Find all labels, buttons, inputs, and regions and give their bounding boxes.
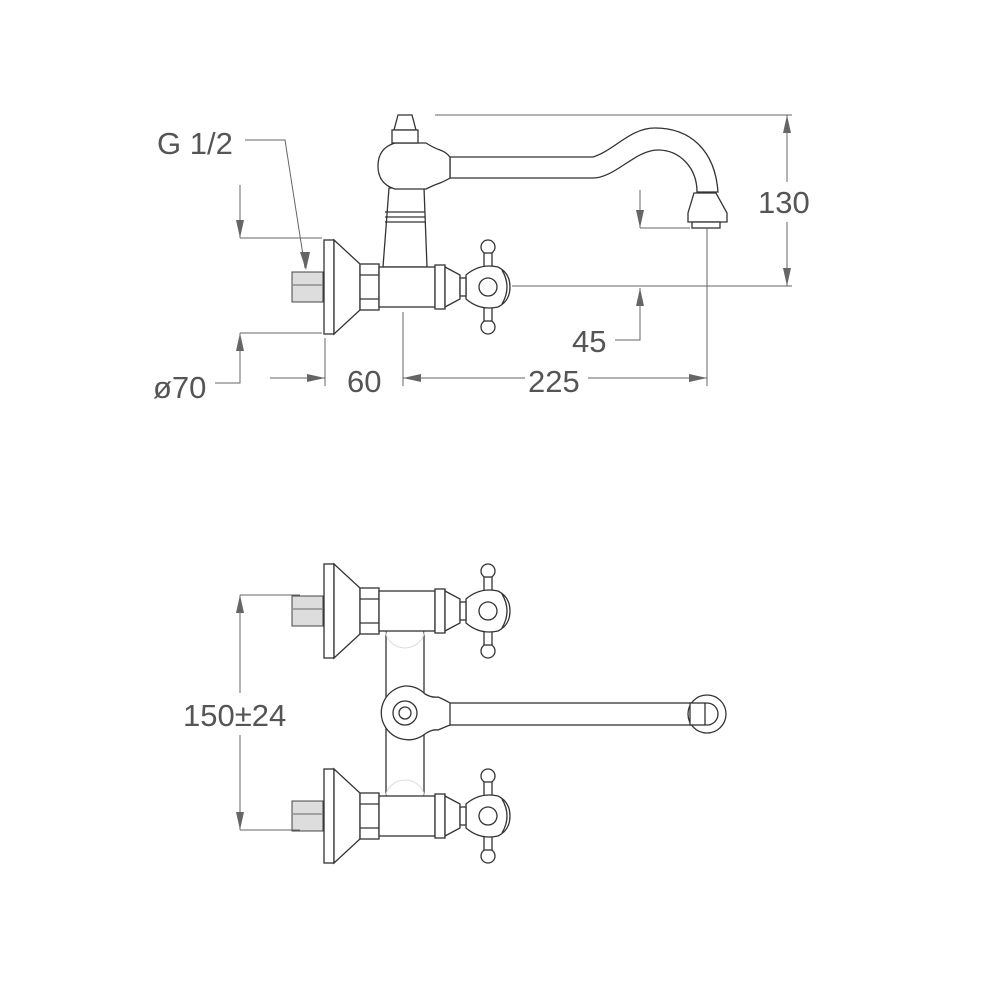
centers-distance-label: 150±24 (183, 698, 286, 733)
height-label: 130 (758, 185, 810, 220)
spout-reach-label: 225 (528, 364, 580, 399)
side-view (291, 114, 728, 335)
valve-ball (377, 142, 451, 190)
spout (449, 127, 719, 193)
top-cap (393, 114, 417, 131)
thread-size-label: G 1/2 (157, 126, 233, 161)
spout-front (444, 702, 708, 726)
flange-diameter-label: ø70 (153, 370, 206, 405)
front-dimensions: 150±24 (183, 594, 300, 831)
front-view (291, 563, 727, 864)
side-dimensions: G 1/2 ø70 60 225 130 45 (153, 114, 810, 405)
aerator (687, 192, 728, 223)
outlet-height-label: 45 (572, 324, 606, 359)
wall-offset-label: 60 (347, 364, 381, 399)
column (382, 187, 428, 268)
